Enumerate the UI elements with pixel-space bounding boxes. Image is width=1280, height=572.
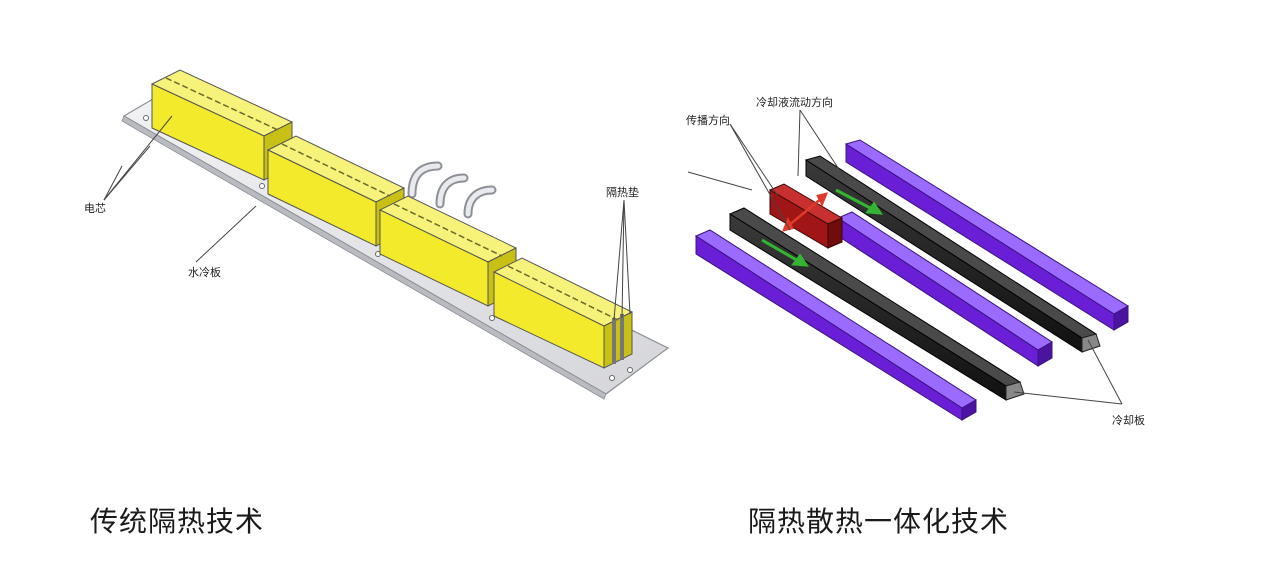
label-water-cooling-plate: 水冷板 (188, 265, 221, 279)
cell-row-front (694, 229, 977, 421)
integrated-battery-module: 冷却液流动方向 传播方向 冷却板 (686, 95, 1145, 427)
insulation-pad (612, 318, 616, 364)
propagation-arrows (781, 192, 829, 232)
coolant-pipes (407, 161, 497, 219)
cell-row-middle (836, 211, 1053, 367)
caption-traditional: 传统隔热技术 (90, 505, 265, 538)
caption-integrated: 隔热散热一体化技术 (748, 505, 1010, 538)
label-coolant-flow: 冷却液流动方向 (756, 95, 833, 109)
cell-row-back (844, 139, 1129, 331)
label-cell: 电芯 (84, 201, 106, 215)
label-propagation: 传播方向 (686, 113, 730, 127)
traditional-battery-module: 电芯 水冷板 隔热垫 (84, 69, 670, 400)
coolant-flow-arrows (761, 188, 883, 267)
cell-group-3 (378, 195, 518, 307)
cell-group-4 (492, 257, 634, 369)
label-insulation-pad: 隔热垫 (606, 185, 639, 199)
overheated-cell (768, 183, 844, 249)
label-cooling-plate: 冷却板 (1112, 413, 1145, 427)
